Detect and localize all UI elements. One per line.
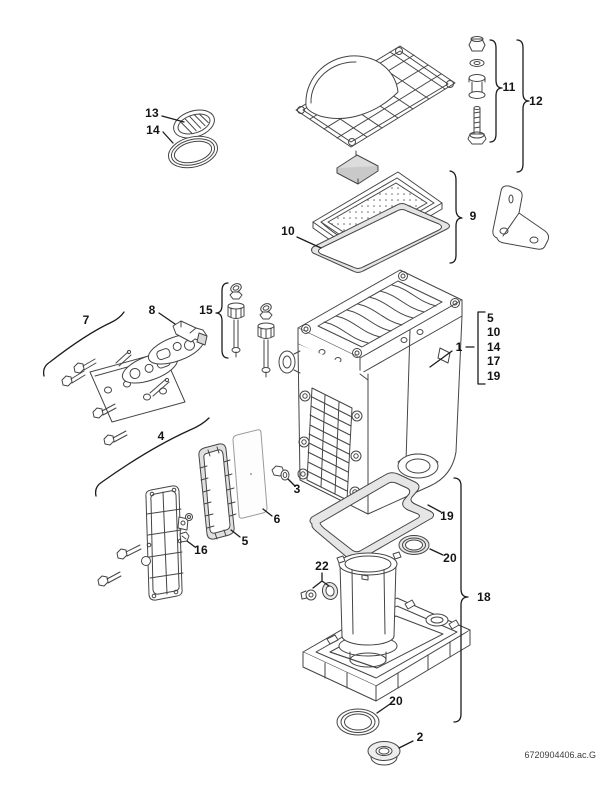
callout-11: 11 bbox=[502, 80, 516, 94]
callout-1: 1 bbox=[455, 340, 463, 354]
document-code: 6720904406.ac.G bbox=[524, 750, 596, 760]
door-gasket-drawing bbox=[198, 443, 237, 540]
insulation-pad-drawing bbox=[336, 150, 379, 185]
sensor-electrodes-drawing bbox=[227, 283, 275, 378]
callout-7: 7 bbox=[82, 313, 90, 327]
callout-4: 4 bbox=[157, 429, 165, 443]
callout-20-upper: 20 bbox=[443, 551, 457, 565]
assembly-1-ref-item: 14 bbox=[487, 339, 501, 354]
assembly-1-ref-list: 5 10 14 17 19 bbox=[487, 312, 500, 383]
fastener-set-drawing bbox=[467, 36, 487, 145]
callout-9: 9 bbox=[469, 209, 477, 223]
grommet-upper-drawing bbox=[398, 535, 430, 555]
callout-19: 19 bbox=[440, 509, 454, 523]
callout-3: 3 bbox=[293, 482, 301, 496]
callout-5: 5 bbox=[241, 534, 249, 548]
assembly-1-ref-item: 10 bbox=[487, 325, 501, 340]
burner-gasket-drawing bbox=[311, 203, 450, 273]
callout-13: 13 bbox=[145, 106, 159, 120]
air-intake-cover-drawing bbox=[295, 45, 456, 148]
assembly-1-ref-item: 5 bbox=[487, 311, 494, 325]
heat-exchanger-drawing bbox=[278, 269, 463, 515]
inspection-door-drawing bbox=[97, 485, 189, 601]
sight-glass-drawing bbox=[173, 109, 215, 139]
electrode-clip-drawing bbox=[172, 320, 208, 346]
plug-screw-drawing bbox=[271, 465, 290, 481]
mounting-bracket-drawing bbox=[492, 185, 550, 250]
grommet-lower-drawing bbox=[336, 708, 380, 736]
insulation-panel-drawing bbox=[232, 429, 268, 519]
callout-20-lower: 20 bbox=[389, 694, 403, 708]
callout-14: 14 bbox=[146, 123, 160, 137]
callout-8: 8 bbox=[148, 303, 156, 317]
sight-glass-gasket-drawing bbox=[167, 135, 219, 169]
callout-6: 6 bbox=[273, 512, 281, 526]
callout-12: 12 bbox=[529, 94, 543, 108]
sensor-plug-drawing bbox=[300, 582, 339, 601]
callout-10: 10 bbox=[281, 224, 295, 238]
callout-2: 2 bbox=[416, 730, 424, 744]
assembly-1-ref-item: 17 bbox=[487, 354, 501, 369]
clip-nut-drawing bbox=[179, 513, 193, 543]
drain-grommet-drawing bbox=[367, 741, 401, 766]
callout-22: 22 bbox=[315, 559, 329, 573]
callout-leader-lines bbox=[42, 39, 530, 749]
callout-16: 16 bbox=[194, 543, 208, 557]
assembly-1-ref-item: 19 bbox=[487, 368, 501, 383]
callout-15: 15 bbox=[199, 303, 213, 317]
callout-18: 18 bbox=[477, 590, 491, 604]
siphon-sump-drawing bbox=[336, 551, 402, 668]
